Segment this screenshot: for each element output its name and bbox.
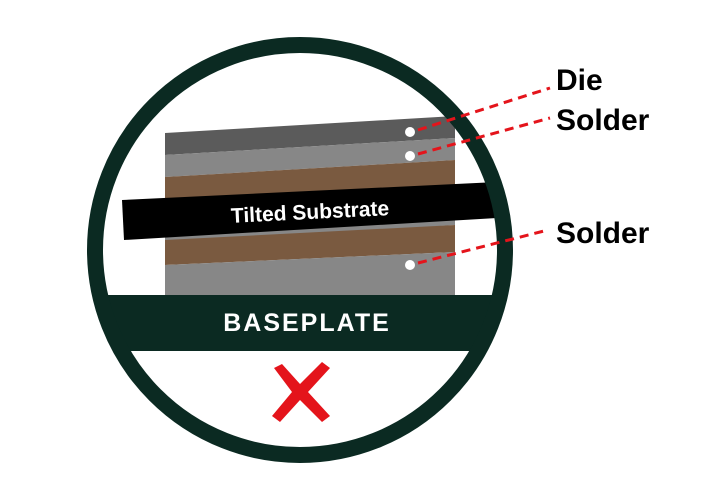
solder-top-marker <box>405 151 415 161</box>
solder-bottom-label: Solder <box>556 217 650 250</box>
baseplate-band <box>95 295 505 351</box>
solder-bottom-marker <box>405 260 415 270</box>
solder-upper-layer <box>165 160 455 202</box>
die-leader-line <box>417 86 551 132</box>
die-marker <box>405 127 415 137</box>
solder-top-leader-line <box>417 116 551 156</box>
outer-ring <box>87 37 513 463</box>
red-x-icon <box>272 362 330 422</box>
solder-top-label: Solder <box>556 104 650 137</box>
solder-bottom-leader-line <box>417 228 549 265</box>
baseplate-group <box>95 295 505 351</box>
die-top-layer <box>165 116 455 155</box>
bottom-gray-layer <box>165 252 455 295</box>
solder-lower-layer <box>165 225 455 265</box>
tilted-substrate-bar <box>122 182 497 240</box>
die-label: Die <box>556 64 603 97</box>
baseplate-label: BASEPLATE <box>223 309 391 337</box>
die-layer <box>165 138 455 177</box>
